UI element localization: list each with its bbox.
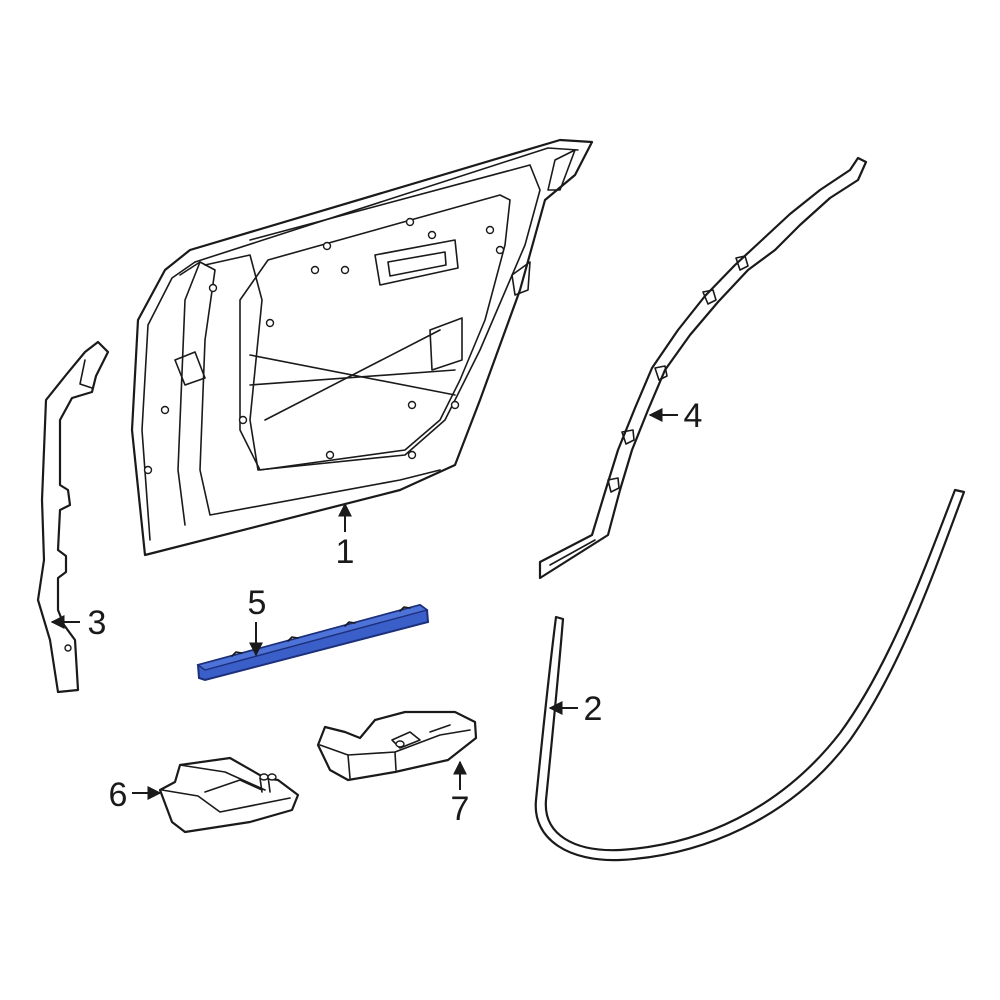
part-5-sill-molding[interactable] xyxy=(196,603,430,682)
callout-number-3: 3 xyxy=(88,604,107,642)
callout-number-7: 7 xyxy=(451,790,470,828)
callout-number-6: 6 xyxy=(109,776,128,814)
callout-number-5: 5 xyxy=(248,584,267,622)
sill-molding-top-face xyxy=(196,604,429,671)
part-7-handle-bracket[interactable] xyxy=(316,710,478,782)
part-1-door-shell[interactable] xyxy=(130,138,594,557)
part-2-door-opening-seal[interactable] xyxy=(534,488,966,862)
callout-leaders xyxy=(50,408,678,800)
callout-number-4: 4 xyxy=(684,397,703,435)
part-3-door-trim-strip[interactable] xyxy=(36,340,110,694)
callout-number-2: 2 xyxy=(584,690,603,728)
callout-labels: 1 2 3 4 5 6 7 xyxy=(88,397,703,828)
part-6-lower-bracket[interactable] xyxy=(158,756,300,834)
callout-number-1: 1 xyxy=(336,533,355,571)
part-4-upper-weatherstrip[interactable] xyxy=(538,156,868,580)
